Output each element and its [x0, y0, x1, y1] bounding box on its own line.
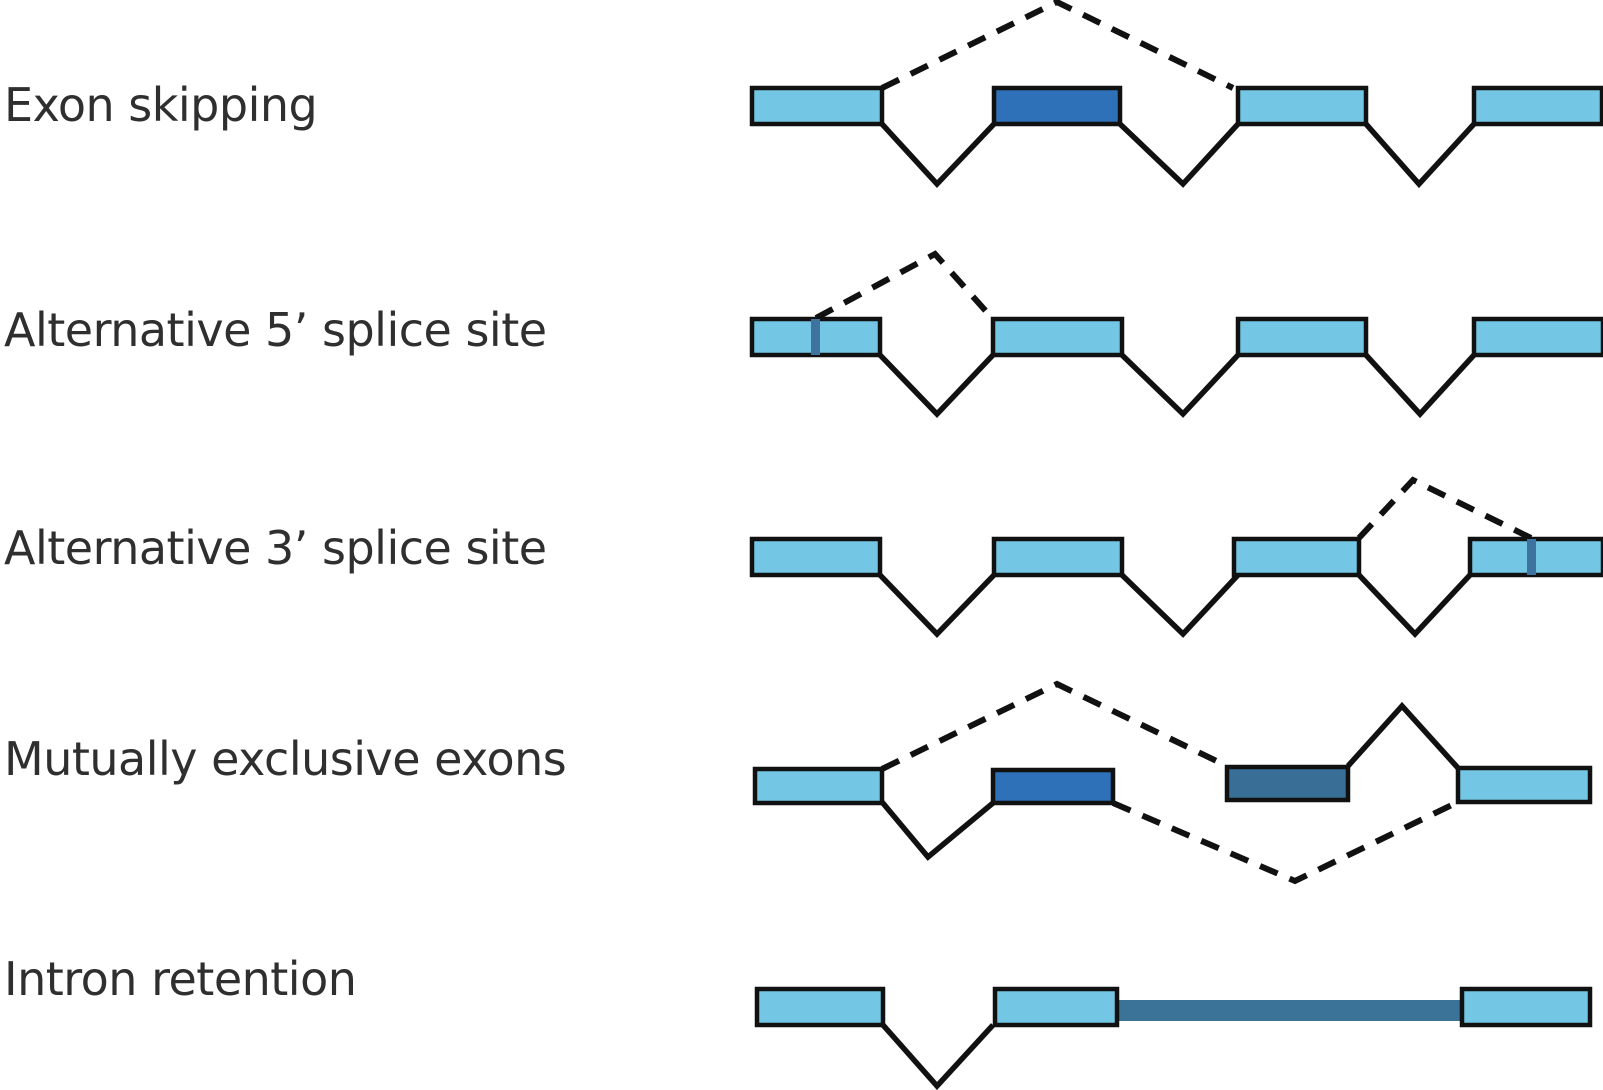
- exon-box: [749, 85, 885, 127]
- intron-line: [878, 573, 996, 638]
- exon-box: [749, 536, 883, 578]
- exon-box: [1455, 765, 1593, 805]
- mutex-upper-dashed-path: [880, 680, 1229, 772]
- alt3-splice-dashed-path: [1356, 476, 1533, 541]
- retained-intron-bar: [1115, 1000, 1464, 1021]
- skip-splice-dashed-path: [880, 0, 1235, 91]
- intron-line: [879, 800, 995, 861]
- intron-line: [1363, 122, 1477, 189]
- exon-box: [754, 986, 886, 1028]
- mutex-exon-a-box: [990, 767, 1116, 806]
- diagram-row-exon-skipping: [749, 0, 1603, 189]
- intron-line: [1363, 353, 1477, 419]
- intron-line: [1120, 353, 1241, 418]
- diagram-row-mutually-exclusive-exons: [752, 680, 1593, 885]
- exon-box: [1471, 316, 1603, 358]
- exon-box: [1231, 536, 1362, 578]
- exon-box: [1459, 986, 1593, 1028]
- alt-splice-site-mark: [811, 319, 820, 355]
- intron-line: [878, 353, 995, 418]
- exon-box: [992, 986, 1120, 1028]
- exon-box: [752, 766, 885, 806]
- intron-line: [1118, 122, 1241, 188]
- exon-box: [1471, 85, 1603, 127]
- exon-box: [1235, 85, 1369, 127]
- row-label-alt-5-splice-site: Alternative 5’ splice site: [4, 303, 547, 357]
- row-label-alt-3-splice-site: Alternative 3’ splice site: [4, 521, 547, 575]
- alt5-splice-dashed-path: [814, 250, 995, 321]
- intron-carat-line: [1345, 701, 1461, 770]
- skipped-exon-box: [991, 85, 1123, 127]
- row-label-intron-retention: Intron retention: [4, 952, 357, 1006]
- mutex-lower-dashed-path: [1111, 799, 1460, 885]
- diagram-row-intron-retention: [754, 986, 1593, 1090]
- row-label-mutually-exclusive-exons: Mutually exclusive exons: [4, 732, 567, 786]
- exon-box: [990, 316, 1125, 358]
- diagram-row-alt-3-splice-site: [749, 476, 1603, 639]
- intron-line: [880, 1023, 996, 1090]
- diagram-row-alt-5-splice-site: [749, 250, 1603, 419]
- intron-line: [879, 122, 996, 189]
- intron-line: [1120, 573, 1241, 638]
- exon-box: [1467, 536, 1603, 578]
- alt-splice-site-mark: [1527, 539, 1536, 575]
- intron-line: [1357, 573, 1473, 639]
- row-label-exon-skipping: Exon skipping: [4, 78, 318, 132]
- exon-box: [991, 536, 1125, 578]
- exon-box: [1235, 316, 1369, 358]
- mutex-exon-b-box: [1224, 764, 1351, 803]
